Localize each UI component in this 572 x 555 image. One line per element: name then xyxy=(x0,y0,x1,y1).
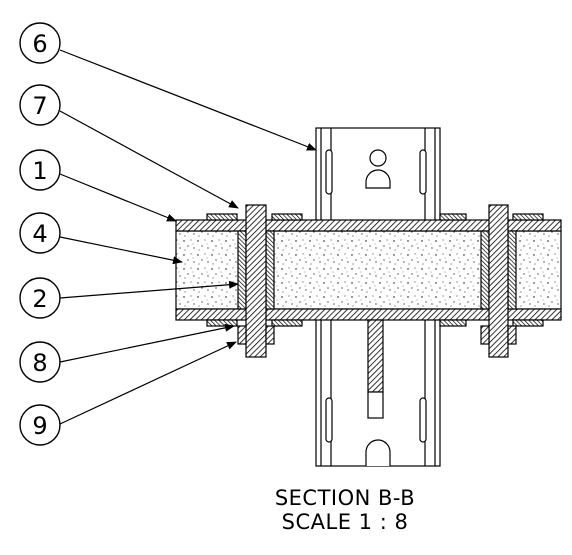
balloon-8: 8 xyxy=(19,341,61,383)
nuts xyxy=(237,325,517,345)
leader-lines xyxy=(59,49,317,425)
balloon-7: 7 xyxy=(19,84,61,126)
balloon-9: 9 xyxy=(19,404,61,446)
balloon-8-label: 8 xyxy=(32,349,47,377)
balloon-2-label: 2 xyxy=(32,285,47,313)
balloon-6: 6 xyxy=(19,22,61,64)
section-caption: SECTION B-B xyxy=(274,486,416,510)
balloon-7-label: 7 xyxy=(32,92,47,120)
balloon-1-label: 1 xyxy=(32,157,47,185)
balloon-2: 2 xyxy=(19,277,61,319)
scale-caption: SCALE 1 : 8 xyxy=(281,510,409,534)
balloon-4: 4 xyxy=(19,212,61,254)
balloon-1: 1 xyxy=(19,149,61,191)
balloon-4-label: 4 xyxy=(32,220,47,248)
balloon-9-label: 9 xyxy=(32,412,47,440)
threaded-rod xyxy=(367,319,384,419)
bolts xyxy=(245,204,509,358)
washers xyxy=(206,213,544,327)
balloon-6-label: 6 xyxy=(32,30,47,58)
